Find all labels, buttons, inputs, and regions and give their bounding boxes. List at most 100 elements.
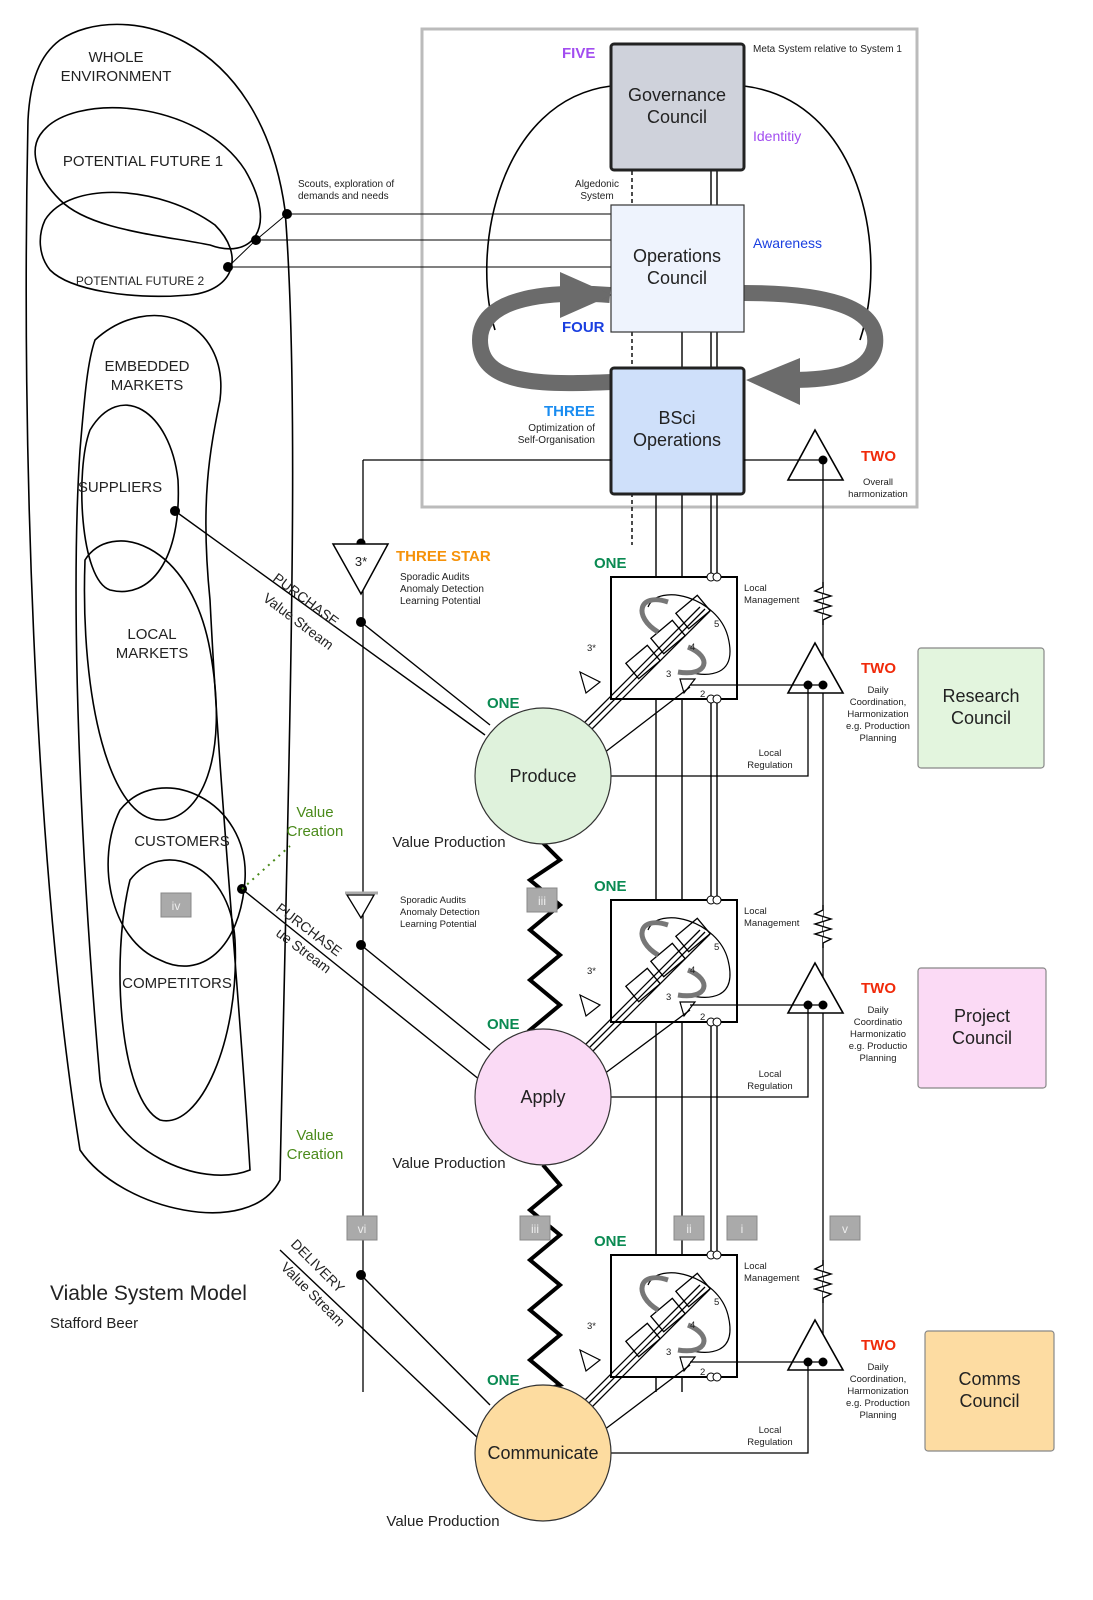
potential-future-1-shape <box>34 106 262 250</box>
embedded-markets-label-1: EMBEDDED <box>104 358 189 375</box>
customers-shape <box>107 787 246 967</box>
three-star-label: THREE STAR <box>396 548 491 565</box>
potential-future-2-label: POTENTIAL FUTURE 2 <box>76 274 205 288</box>
council-label: Research <box>942 686 1019 706</box>
three-note-2: Self-Organisation <box>518 435 595 446</box>
svg-text:iv: iv <box>172 899 181 913</box>
marker-iv <box>160 892 192 918</box>
comms-council-box[interactable] <box>924 1330 1055 1452</box>
diagram-title: Viable System Model <box>50 1282 247 1305</box>
marker-i <box>726 1215 758 1241</box>
value-production-label: Value Production <box>392 1155 505 1172</box>
three-star-note2-2: Anomaly Detection <box>400 907 480 918</box>
scout-lines <box>227 213 611 268</box>
governance-council-box[interactable] <box>609 42 746 172</box>
two-top-note-2: harmonization <box>848 489 908 500</box>
subsystem-number: 5 <box>714 1297 719 1308</box>
svg-text:Council: Council <box>959 1391 1019 1411</box>
subsystem-number: 3 <box>666 669 671 680</box>
subsystem-number: 5 <box>714 942 719 953</box>
research-council-box[interactable] <box>917 647 1045 769</box>
competitors-shape <box>119 859 237 1122</box>
two-coordination-triangle <box>786 961 845 1014</box>
embedded-markets-shape <box>75 314 251 1176</box>
identity-arc-left <box>485 85 612 331</box>
operations-council-box[interactable] <box>610 204 745 333</box>
subsystem-number: 3 <box>666 1347 671 1358</box>
subsystem-number: 2 <box>700 1367 705 1378</box>
algedonic-label-1: Algedonic <box>575 179 619 190</box>
subsystem-number: 4 <box>690 1320 695 1331</box>
two-note-line: Coordinatio <box>854 1017 903 1028</box>
bsci-operations-box[interactable] <box>609 366 746 496</box>
local-regulation-label: Local <box>759 1069 782 1080</box>
whole-environment-label-1: WHOLE <box>88 49 143 66</box>
system-one-box-label: ONE <box>594 1233 627 1250</box>
svg-text:vi: vi <box>358 1222 367 1236</box>
bsci-operations-label-2: Operations <box>633 430 721 450</box>
scout-node-1 <box>282 209 292 219</box>
two-note-line: Planning <box>860 1410 897 1421</box>
meta-system-note: Meta System relative to System 1 <box>753 44 902 55</box>
whole-environment-label-2: ENVIRONMENT <box>61 68 172 85</box>
loop-arrow-icon <box>639 597 669 635</box>
system-two-label: TWO <box>861 980 896 997</box>
local-management-label: Local <box>744 1261 767 1272</box>
operational-unit-communicate: 23453*LocalManagementLocalRegulationTWOD… <box>386 1233 1055 1530</box>
system-one-label: ONE <box>487 1016 520 1033</box>
embedded-markets-label-2: MARKETS <box>111 377 184 394</box>
loop-arrow-icon <box>677 1322 707 1354</box>
two-note-line: Harmonization <box>847 709 908 720</box>
three-star-triangle-2 <box>345 894 376 920</box>
council-label: Project <box>954 1006 1010 1026</box>
meta-system-frame <box>420 27 919 509</box>
system-one-box-label: ONE <box>594 878 627 895</box>
three-star-note-1: Sporadic Audits <box>400 572 470 583</box>
value-creation-1a: Value <box>296 804 333 821</box>
governance-council-label-2: Council <box>647 107 707 127</box>
svg-text:v: v <box>842 1222 848 1236</box>
loop-arrow-icon <box>677 644 707 676</box>
three-star-note2-1: Sporadic Audits <box>400 895 466 906</box>
svg-text:Management: Management <box>744 595 800 606</box>
project-council-box[interactable] <box>917 967 1047 1089</box>
operation-apply-circle[interactable] <box>474 1028 612 1166</box>
svg-text:Regulation: Regulation <box>747 1081 792 1092</box>
svg-text:Regulation: Regulation <box>747 760 792 771</box>
marker-iii-b <box>519 1215 551 1241</box>
system-two-label: TWO <box>861 660 896 677</box>
operation-communicate-circle[interactable] <box>474 1384 612 1522</box>
identity-arc-right <box>743 85 872 341</box>
system-one-box-label: ONE <box>594 555 627 572</box>
bsci-operations-label-1: BSci <box>658 408 695 428</box>
purchase-stream-line-1 <box>174 510 486 736</box>
three-star-note-3: Learning Potential <box>400 596 481 607</box>
system-two-label: TWO <box>861 1337 896 1354</box>
three-star-local: 3* <box>587 1321 596 1332</box>
arrow-to-three-icon <box>746 358 800 405</box>
potential-future-2-shape <box>39 191 233 298</box>
operation-produce-circle[interactable] <box>474 707 612 845</box>
value-creation-2b: Creation <box>287 1146 344 1163</box>
two-note-line: e.g. Productio <box>849 1041 908 1052</box>
operational-unit-produce: 23453*LocalManagementLocalRegulationTWOD… <box>392 555 1045 851</box>
operations-council-label-1: Operations <box>633 246 721 266</box>
value-production-zigzag-2 <box>526 1163 564 1394</box>
purchase-stream-line-2 <box>241 888 481 1081</box>
resistor-icon <box>812 1260 834 1303</box>
operation-apply-label: Apply <box>520 1087 565 1107</box>
marker-vi <box>346 1215 378 1241</box>
two-top-note-1: Overall <box>863 477 893 488</box>
marker-ii <box>673 1215 705 1241</box>
local-regulation-label: Local <box>759 748 782 759</box>
system-one-label: ONE <box>487 695 520 712</box>
loop-arrow-icon <box>677 967 707 999</box>
local-management-label: Local <box>744 906 767 917</box>
subsystem-number: 2 <box>700 689 705 700</box>
four-three-loop-left <box>471 285 613 392</box>
council-label: Comms <box>959 1369 1021 1389</box>
environment-shapes <box>25 23 294 1214</box>
two-note-line: Daily <box>867 1005 888 1016</box>
two-note-line: Harmonizatio <box>850 1029 906 1040</box>
three-star-note2-3: Learning Potential <box>400 919 477 930</box>
